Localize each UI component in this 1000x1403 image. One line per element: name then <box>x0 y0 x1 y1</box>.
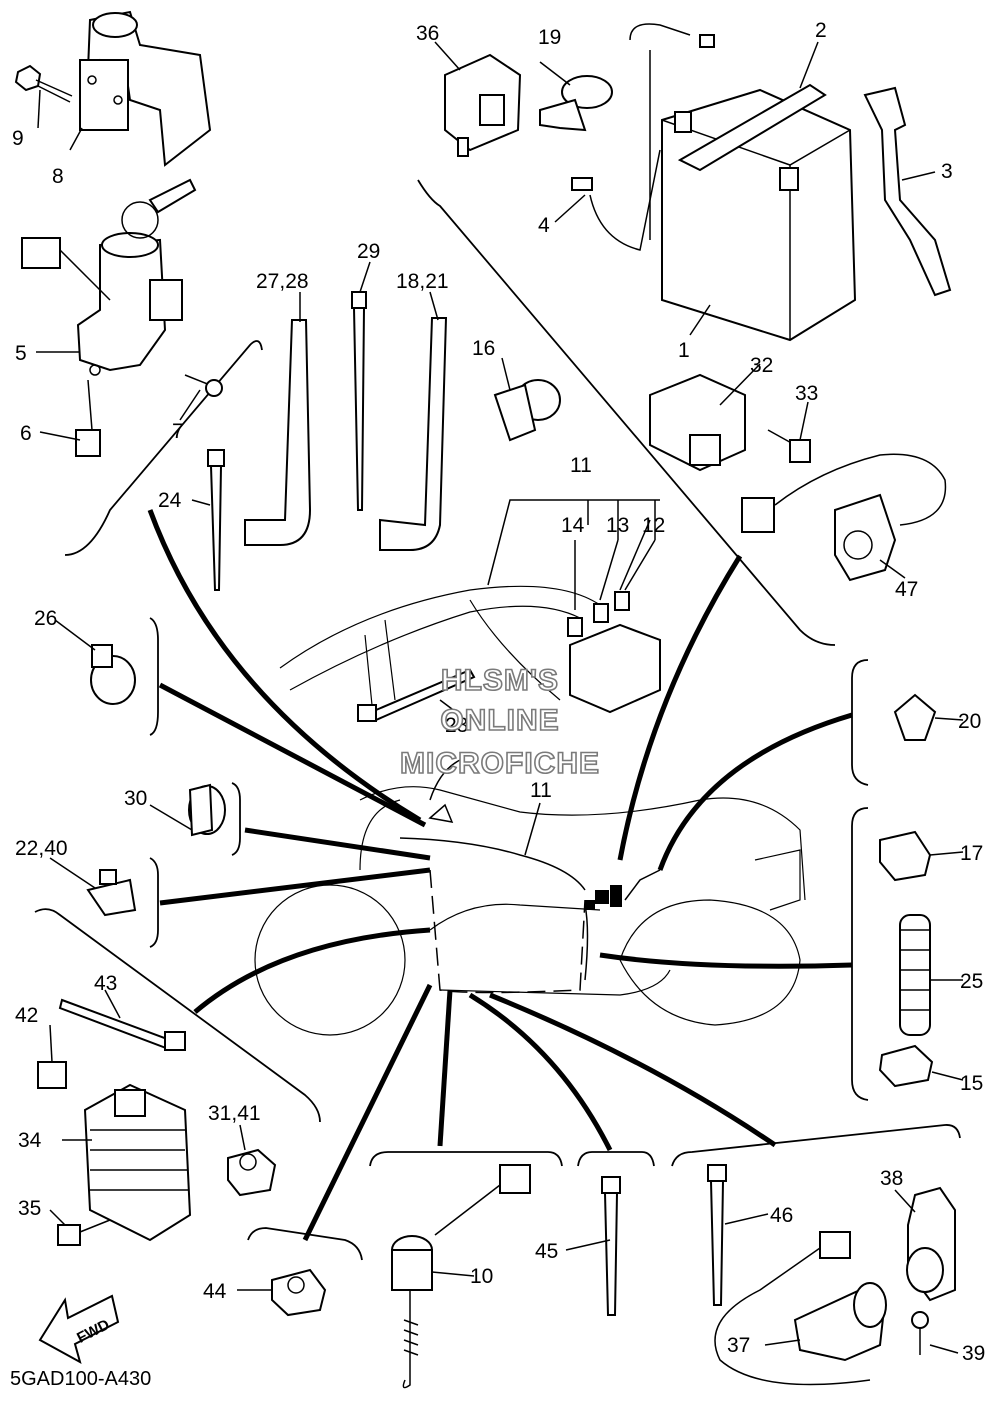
callout-39: 39 <box>962 1342 985 1365</box>
callout-5: 5 <box>15 342 27 365</box>
part-18-21-band <box>379 317 448 551</box>
part-36-relay <box>444 53 522 157</box>
callout-29: 29 <box>357 240 380 263</box>
wire-harness <box>399 759 661 994</box>
part-47-sensor <box>741 453 947 582</box>
part-31-41-clamp <box>227 1148 277 1197</box>
callout-30: 30 <box>124 787 147 810</box>
callout-23: 23 <box>445 714 468 737</box>
part-33-bolt <box>767 429 811 463</box>
part-7-screw <box>184 374 223 397</box>
part-42-clamp <box>37 1061 67 1089</box>
callout-32: 32 <box>750 354 773 377</box>
callout-17: 17 <box>960 842 983 865</box>
callout-47: 47 <box>895 578 918 601</box>
callout-8: 8 <box>52 165 64 188</box>
diagram-code: 5GAD100-A430 <box>10 1368 151 1390</box>
part-39-screw <box>911 1311 929 1355</box>
part-5-main-switch <box>21 178 197 376</box>
callout-10: 10 <box>470 1265 493 1288</box>
part-22-40-clip <box>86 869 137 917</box>
part-9-bolt <box>14 64 73 103</box>
callout-46: 46 <box>770 1204 793 1227</box>
callout-14: 14 <box>561 514 585 537</box>
callout-11-harness: 11 <box>530 779 552 802</box>
callout-4: 4 <box>538 214 550 237</box>
watermark-line-2: ONLINE <box>440 704 559 737</box>
group-brackets <box>34 179 961 1261</box>
part-6-bolt <box>75 379 101 457</box>
part-30-clamp <box>188 783 226 837</box>
callout-2: 2 <box>815 19 827 42</box>
part-34-regulator <box>83 1083 192 1242</box>
callout-36: 36 <box>416 22 439 45</box>
callout-13: 13 <box>606 514 629 537</box>
part-1-battery <box>661 83 857 342</box>
callout-22-40: 22,40 <box>15 837 68 860</box>
part-43-tie <box>58 998 186 1051</box>
part-29-tie <box>351 291 367 511</box>
part-20-clip <box>893 693 937 741</box>
callout-11-fuse: 11 <box>570 454 592 477</box>
callout-18-21: 18,21 <box>396 270 449 293</box>
part-8-bracket <box>79 10 212 167</box>
part-11-fuse-box <box>567 591 661 714</box>
part-44-clamp <box>271 1268 327 1317</box>
part-26-clamp <box>90 644 136 705</box>
part-38-cover <box>906 1186 956 1302</box>
callout-37: 37 <box>727 1334 750 1357</box>
callout-6: 6 <box>20 422 32 445</box>
part-3-lead <box>863 86 952 297</box>
part-35-bolt <box>57 1219 111 1246</box>
callout-43: 43 <box>94 972 117 995</box>
callout-35: 35 <box>18 1197 41 1220</box>
callout-7: 7 <box>172 420 184 443</box>
callout-24: 24 <box>158 489 182 512</box>
callout-33: 33 <box>795 382 818 405</box>
part-15-clamp <box>878 1044 934 1088</box>
callout-15: 15 <box>960 1072 983 1095</box>
callout-27-28: 27,28 <box>256 270 309 293</box>
callout-leaders <box>36 41 964 1354</box>
part-24-tie <box>207 449 225 591</box>
callout-25: 25 <box>960 970 983 993</box>
part-45-tie <box>601 1176 621 1316</box>
callout-26: 26 <box>34 607 57 630</box>
part-4-lead <box>571 23 715 251</box>
callout-3: 3 <box>941 160 953 183</box>
watermark-line-1: HLSM'S <box>441 664 559 697</box>
part-16-clamp <box>493 379 561 442</box>
callout-9: 9 <box>12 127 24 150</box>
callout-1: 1 <box>678 339 690 362</box>
part-46-tie <box>707 1164 727 1306</box>
callout-12: 12 <box>642 514 665 537</box>
callout-labels: 1 2 3 4 5 6 7 8 9 10 11 11 12 13 14 15 1… <box>12 19 985 1365</box>
callout-45: 45 <box>535 1240 558 1263</box>
callout-44: 44 <box>203 1280 227 1303</box>
part-10-switch <box>391 1164 531 1389</box>
frame-outline <box>254 585 806 1036</box>
part-23-tie <box>357 668 476 722</box>
watermark: HLSM'S ONLINE MICROFICHE <box>399 663 600 781</box>
callout-20: 20 <box>958 710 981 733</box>
part-27-28-band <box>244 319 312 546</box>
callout-31-41: 31,41 <box>208 1102 261 1125</box>
callout-38: 38 <box>880 1167 903 1190</box>
callout-42: 42 <box>15 1004 38 1027</box>
part-32-relay <box>649 373 746 472</box>
leader-lines <box>147 509 853 1242</box>
part-19-clamp <box>539 75 613 132</box>
part-17-clamp <box>879 830 932 882</box>
callout-34: 34 <box>18 1129 42 1152</box>
callout-16: 16 <box>472 337 495 360</box>
fwd-arrow-icon: FWD <box>38 1294 120 1365</box>
part-37-sensor <box>714 1231 887 1386</box>
watermark-line-3: MICROFICHE <box>400 747 600 780</box>
part-25-grommet <box>899 914 931 1036</box>
callout-19: 19 <box>538 26 561 49</box>
